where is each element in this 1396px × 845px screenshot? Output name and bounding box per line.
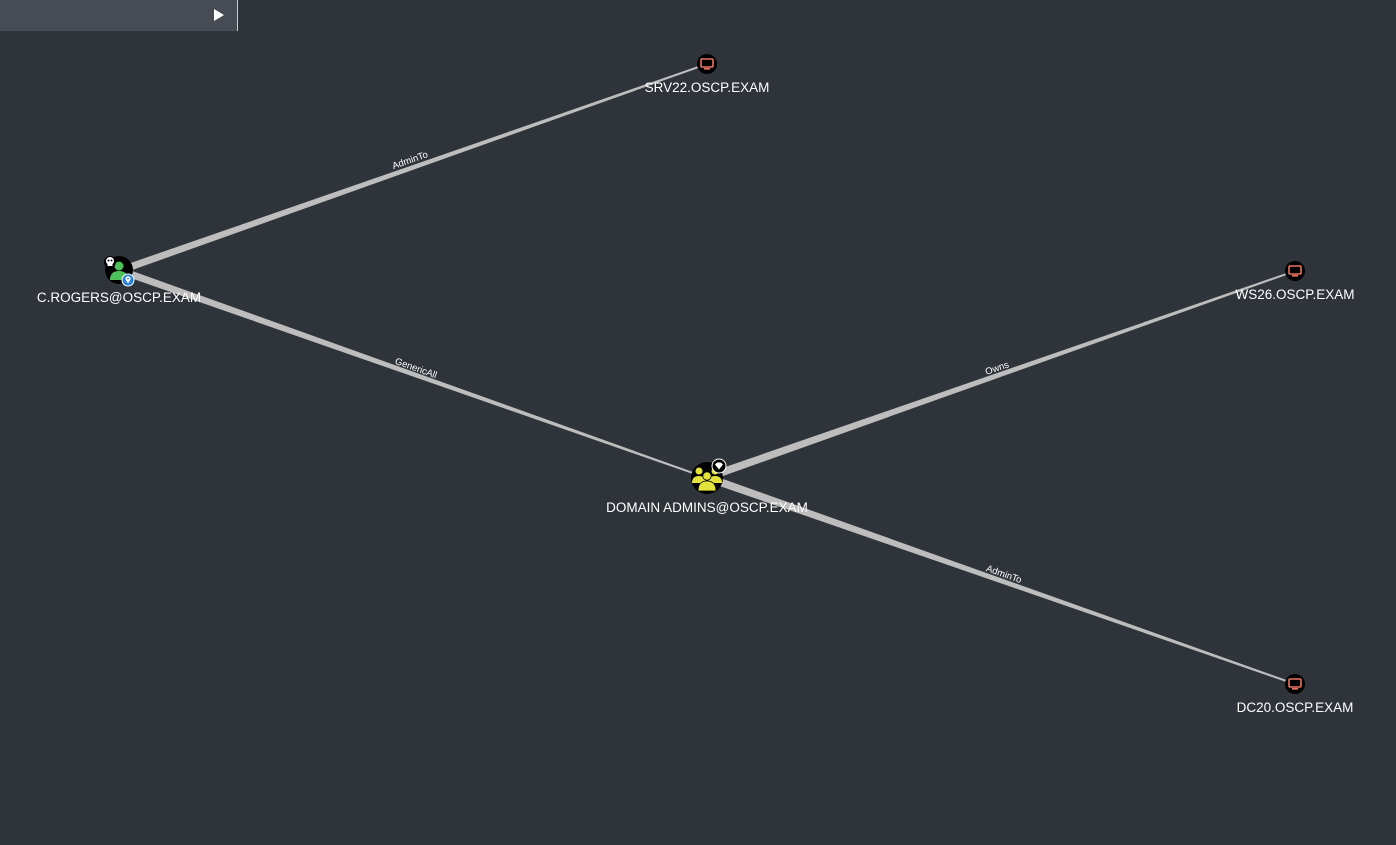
node-label: DOMAIN ADMINS@OSCP.EXAM: [606, 500, 808, 515]
edge-domainadmins-ws26[interactable]: Owns: [705, 270, 1295, 481]
node-domainadmins[interactable]: DOMAIN ADMINS@OSCP.EXAM: [606, 458, 808, 515]
node-label: C.ROGERS@OSCP.EXAM: [37, 290, 201, 305]
node-crogers[interactable]: C.ROGERS@OSCP.EXAM: [37, 256, 201, 305]
node-srv22[interactable]: SRV22.OSCP.EXAM: [645, 54, 770, 95]
node-ws26[interactable]: WS26.OSCP.EXAM: [1235, 261, 1355, 302]
edge-crogers-srv22[interactable]: AdminTo: [119, 63, 707, 274]
skull-icon: [104, 256, 116, 268]
computer-icon: [1285, 674, 1305, 694]
search-toolbar: [0, 0, 238, 31]
computer-icon: [697, 54, 717, 74]
location-pin-icon: [121, 273, 135, 287]
computer-icon: [1285, 261, 1305, 281]
play-icon[interactable]: [209, 6, 227, 24]
node-label: SRV22.OSCP.EXAM: [645, 80, 770, 95]
node-label: DC20.OSCP.EXAM: [1237, 700, 1354, 715]
node-dc20[interactable]: DC20.OSCP.EXAM: [1237, 674, 1354, 715]
diamond-icon: [711, 458, 727, 474]
node-label: WS26.OSCP.EXAM: [1235, 287, 1354, 302]
edge-crogers-domainadmins[interactable]: GenericAll: [119, 267, 707, 479]
